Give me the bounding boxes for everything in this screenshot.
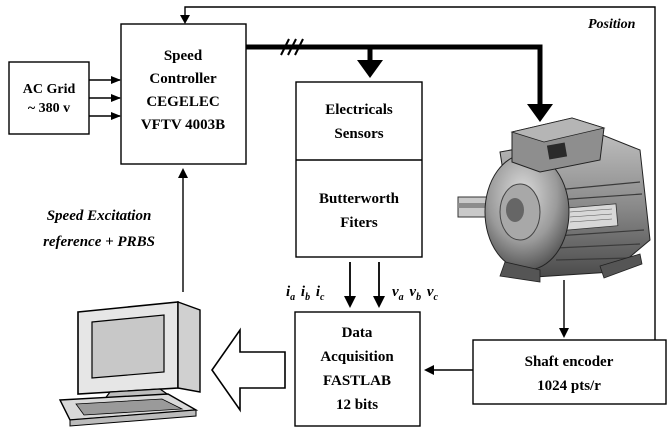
encoder-to-daq-arrow: [424, 365, 473, 375]
speed-controller-block: Speed Controller CEGELEC VFTV 4003B: [121, 24, 246, 164]
filters-line-2: Fiters: [340, 215, 378, 231]
sensors-line-1: Electricals: [325, 102, 393, 118]
excitation-label-line-1: Speed Excitation: [47, 208, 152, 224]
voltage-labels: va vb vc: [392, 284, 439, 304]
shaft-encoder-block: Shaft encoder 1024 pts/r: [473, 340, 666, 404]
ac-grid-label: AC Grid: [23, 82, 76, 97]
motor-image: induction-motor-photo: [458, 118, 650, 282]
speed-controller-line-1: Speed: [164, 48, 203, 64]
speed-controller-line-4: VFTV 4003B: [141, 117, 225, 133]
speed-controller-line-3: CEGELEC: [146, 94, 219, 110]
excitation-arrow: [178, 168, 188, 292]
computer-icon: desktop-computer-icon: [60, 302, 200, 426]
daq-line-4: 12 bits: [336, 397, 378, 413]
daq-to-computer-arrow: [212, 330, 285, 410]
data-acquisition-block: Data Acquisition FASTLAB 12 bits: [295, 312, 420, 426]
ac-grid-block: AC Grid ~ 380 v: [9, 62, 89, 134]
current-labels: ia ib ic: [286, 284, 325, 304]
position-label: Position: [588, 17, 636, 32]
shaft-encoder-line-2: 1024 pts/r: [537, 378, 601, 394]
shaft-encoder-line-1: Shaft encoder: [525, 354, 614, 370]
filters-line-1: Butterworth: [319, 191, 400, 207]
sensors-line-2: Sensors: [334, 126, 383, 142]
speed-controller-line-2: Controller: [149, 71, 217, 87]
daq-line-3: FASTLAB: [323, 373, 391, 389]
three-phase-marks: [281, 39, 303, 55]
motor-to-encoder-arrow: [559, 280, 569, 338]
daq-line-1: Data: [342, 325, 373, 341]
sensors-filters-block: Electricals Sensors Butterworth Fiters: [296, 82, 422, 257]
excitation-label-line-2: reference + PRBS: [43, 234, 155, 250]
grid-to-controller-arrows: [89, 80, 120, 116]
daq-line-2: Acquisition: [320, 349, 394, 365]
ac-grid-voltage: ~ 380 v: [28, 101, 70, 116]
sensor-to-daq-arrows: [344, 262, 385, 308]
